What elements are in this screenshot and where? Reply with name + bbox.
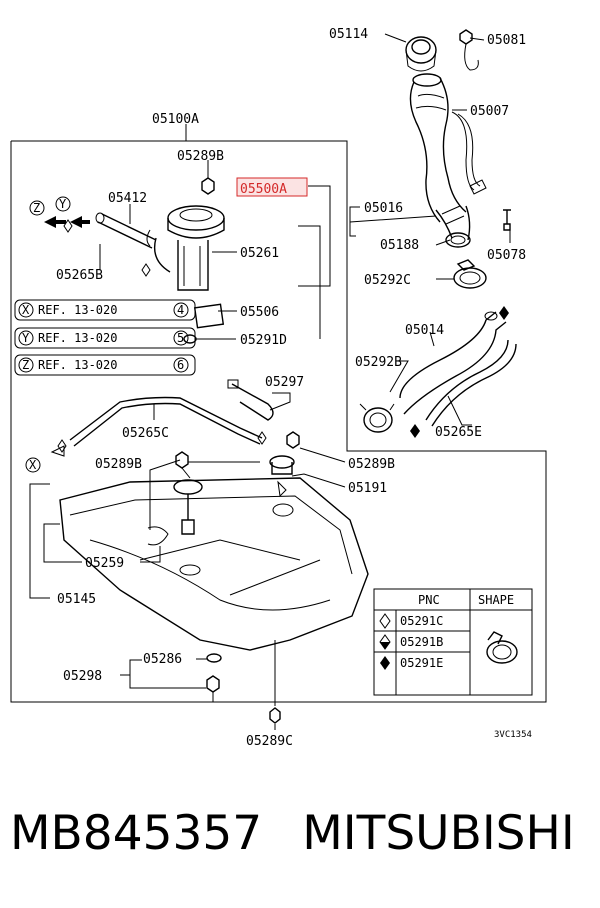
clamp-shape-icon [486, 631, 518, 664]
connector-x-letter: X [29, 458, 37, 472]
legend-row-2: 05291B [400, 635, 443, 649]
label-05291D: 05291D [240, 333, 287, 348]
legend-pnc-header: PNC [418, 593, 440, 607]
diamond-mark-half [141, 263, 151, 277]
bolt-05078-icon [503, 209, 511, 231]
legend-diamond-filled [380, 656, 390, 670]
label-05265E: 05265E [435, 425, 482, 440]
leader-lines [29, 33, 511, 730]
gasket-05291D-icon [183, 334, 197, 344]
vent-hose-icon [399, 311, 517, 427]
label-05259: 05259 [85, 556, 124, 571]
filler-neck-icon [409, 73, 487, 223]
filler-neck-group [359, 29, 517, 438]
footer-caption: MB845357 MITSUBISHI [10, 806, 595, 876]
clamp-05292C-icon [453, 259, 487, 289]
label-05298: 05298 [63, 669, 102, 684]
label-05114: 05114 [329, 27, 368, 42]
svg-text:4: 4 [177, 303, 184, 317]
label-05289B-top: 05289B [177, 149, 224, 164]
diagram-code: 3VC1354 [494, 730, 532, 740]
svg-text:REF. 13-020: REF. 13-020 [38, 358, 117, 372]
legend-diamond-open [379, 613, 391, 629]
label-05289C: 05289C [246, 734, 293, 749]
label-05292B: 05292B [355, 355, 402, 370]
label-05145: 05145 [57, 592, 96, 607]
label-05297: 05297 [265, 375, 304, 390]
svg-text:REF. 13-020: REF. 13-020 [38, 331, 117, 345]
svg-text:5: 5 [177, 331, 184, 345]
label-05007: 05007 [470, 104, 509, 119]
label-05100A: 05100A [152, 112, 199, 127]
part-number: MB845357 [10, 806, 263, 861]
ref-box-z: Z REF. 13-020 6 [14, 354, 196, 376]
label-05265B: 05265B [56, 268, 103, 283]
sender-05191-icon [269, 455, 295, 498]
diamond-mark-filled [499, 306, 509, 320]
svg-text:REF. 13-020: REF. 13-020 [38, 303, 117, 317]
nut-05289B-mid-icon [175, 451, 189, 469]
filler-hose-icon [435, 205, 471, 248]
label-05078: 05078 [487, 248, 526, 263]
legend-table: PNC SHAPE 05291C 05291B 05291E [373, 588, 533, 696]
legend-diamond-half-fill [380, 642, 390, 649]
bolt-05298-icon [206, 675, 220, 702]
legend-row-1: 05291C [400, 614, 443, 628]
fuel-pump-module-icon [146, 205, 225, 329]
vent-line-05265C-icon: X [25, 396, 267, 473]
pump-hose-05412-icon [95, 212, 157, 249]
washer-05286-icon [206, 653, 222, 663]
label-05412: 05412 [108, 191, 147, 206]
fuel-cap-icon [405, 36, 437, 72]
highlight-box-05500A [236, 177, 308, 197]
connector-zy-icon: Z Y [29, 196, 90, 228]
svg-text:Y: Y [22, 331, 30, 345]
label-05500A: 05500A [240, 182, 287, 197]
diamond-mark-open [63, 219, 73, 233]
label-05016: 05016 [364, 201, 403, 216]
nut-05289B-icon [201, 177, 215, 195]
label-05188: 05188 [380, 238, 419, 253]
clamp-05292B-icon [359, 403, 395, 433]
nut-05289C-icon [269, 707, 281, 724]
connector-y-letter: Y [59, 197, 67, 211]
band-05297-icon [227, 379, 274, 421]
svg-text:X: X [22, 303, 30, 317]
legend-shape-header: SHAPE [478, 593, 514, 607]
fuel-tank-icon [59, 477, 369, 651]
connector-z-letter: Z [33, 201, 40, 215]
label-05289B-mid: 05289B [95, 457, 142, 472]
nut-05289B-right-icon [286, 431, 300, 449]
svg-text:6: 6 [177, 358, 184, 372]
diamond-mark-filled [410, 424, 420, 438]
label-05292C: 05292C [364, 273, 411, 288]
ref-box-x: X REF. 13-020 4 [14, 299, 196, 321]
label-05191: 05191 [348, 481, 387, 496]
parts-diagram: Z Y X REF. 13-020 4 Y REF. 13-020 5 Z RE… [10, 27, 547, 749]
label-05286: 05286 [143, 652, 182, 667]
ref-box-y: Y REF. 13-020 5 [14, 327, 196, 349]
label-05289B-right: 05289B [348, 457, 395, 472]
assembly-boundary [10, 140, 547, 703]
label-05261: 05261 [240, 246, 279, 261]
label-05081: 05081 [487, 33, 526, 48]
bolt-05081-icon [459, 29, 479, 71]
brand-name: MITSUBISHI [302, 806, 575, 861]
svg-text:Z: Z [22, 358, 29, 372]
label-05014: 05014 [405, 323, 444, 338]
label-05506: 05506 [240, 305, 279, 320]
legend-row-3: 05291E [400, 656, 443, 670]
label-05265C: 05265C [122, 426, 169, 441]
